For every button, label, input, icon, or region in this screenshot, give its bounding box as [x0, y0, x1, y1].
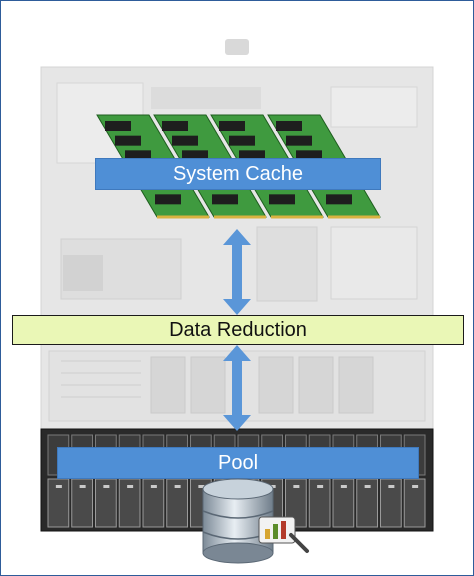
double-arrow-icon	[222, 229, 252, 315]
drive-led	[80, 485, 86, 488]
drive-led	[103, 485, 109, 488]
double-arrow-icon	[222, 345, 252, 431]
drive-led	[317, 485, 323, 488]
drive-led	[127, 485, 133, 488]
drive-led	[412, 485, 418, 488]
database-icon	[199, 477, 311, 567]
drive-led	[151, 485, 157, 488]
pool-label: Pool	[57, 447, 419, 479]
system-cache-label: System Cache	[95, 158, 381, 190]
drive-led	[388, 485, 394, 488]
drive-led	[56, 485, 62, 488]
data-reduction-label: Data Reduction	[12, 315, 464, 345]
drive-led	[175, 485, 181, 488]
drive-led	[365, 485, 371, 488]
drive-led	[341, 485, 347, 488]
